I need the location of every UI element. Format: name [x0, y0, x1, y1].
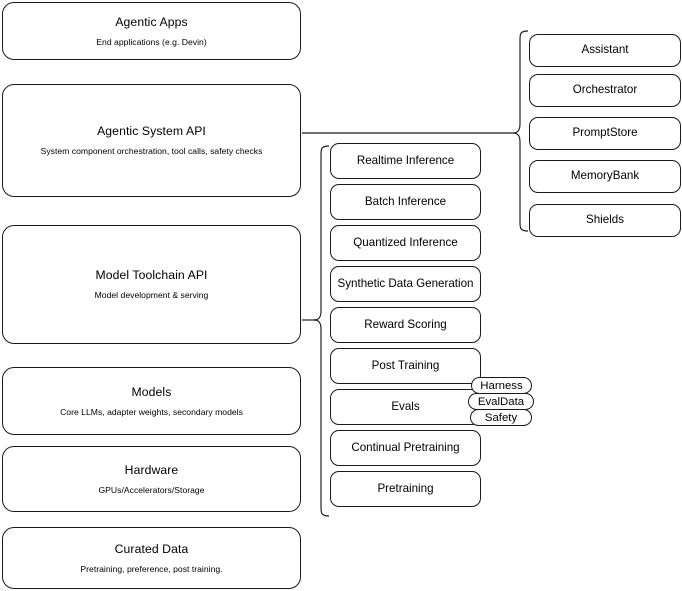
- component-promptstore[interactable]: PromptStore: [529, 117, 681, 150]
- capability-realtime-inference[interactable]: Realtime Inference: [330, 143, 481, 179]
- capability-post-training[interactable]: Post Training: [330, 348, 481, 384]
- layer-subtitle: Core LLMs, adapter weights, secondary mo…: [60, 406, 243, 417]
- capability-batch-inference[interactable]: Batch Inference: [330, 184, 481, 220]
- layer-curated-data[interactable]: Curated Data Pretraining, preference, po…: [2, 527, 301, 589]
- component-shields[interactable]: Shields: [529, 204, 681, 237]
- layer-subtitle: Pretraining, preference, post training.: [80, 563, 223, 574]
- layer-hardware[interactable]: Hardware GPUs/Accelerators/Storage: [2, 446, 301, 512]
- layer-title: Model Toolchain API: [95, 268, 208, 282]
- layer-title: Agentic Apps: [115, 14, 188, 29]
- layer-subtitle: GPUs/Accelerators/Storage: [98, 484, 205, 495]
- evals-tag-safety[interactable]: Safety: [470, 409, 532, 426]
- capability-label: Reward Scoring: [364, 317, 447, 331]
- right-brace: [512, 30, 529, 232]
- component-label: Assistant: [581, 43, 629, 57]
- component-label: MemoryBank: [570, 169, 640, 183]
- evals-tag-label: Safety: [484, 411, 518, 424]
- component-assistant[interactable]: Assistant: [529, 34, 681, 67]
- capability-reward-scoring[interactable]: Reward Scoring: [330, 307, 481, 343]
- capability-synthetic-data-generation[interactable]: Synthetic Data Generation: [330, 266, 481, 302]
- layer-title: Hardware: [124, 462, 179, 477]
- component-memorybank[interactable]: MemoryBank: [529, 160, 681, 193]
- capability-label: Evals: [391, 399, 420, 413]
- layer-title: Models: [131, 384, 172, 399]
- component-label: Orchestrator: [572, 83, 638, 97]
- layer-title: Agentic System API: [97, 124, 206, 138]
- evals-tag-evaldata[interactable]: EvalData: [468, 393, 534, 410]
- layer-models[interactable]: Models Core LLMs, adapter weights, secon…: [2, 367, 301, 435]
- layer-subtitle: End applications (e.g. Devin): [96, 36, 207, 47]
- capability-label: Batch Inference: [364, 194, 447, 208]
- capability-label: Continual Pretraining: [351, 440, 460, 454]
- layer-subtitle: Model development & serving: [94, 290, 209, 301]
- capability-label: Pretraining: [377, 481, 434, 495]
- capability-label: Realtime Inference: [356, 153, 455, 167]
- capability-pretraining[interactable]: Pretraining: [330, 471, 481, 507]
- capability-quantized-inference[interactable]: Quantized Inference: [330, 225, 481, 261]
- component-label: PromptStore: [572, 126, 638, 140]
- evals-tag-label: EvalData: [477, 395, 525, 408]
- component-label: Shields: [585, 213, 625, 227]
- evals-tag-label: Harness: [480, 379, 523, 392]
- middle-brace: [313, 145, 330, 517]
- layer-model-toolchain-api[interactable]: Model Toolchain API Model development & …: [2, 225, 301, 344]
- layer-title: Curated Data: [114, 541, 189, 556]
- capability-label: Post Training: [371, 358, 440, 372]
- component-orchestrator[interactable]: Orchestrator: [529, 74, 681, 107]
- capability-label: Synthetic Data Generation: [337, 276, 474, 290]
- layer-subtitle: System component orchestration, tool cal…: [40, 146, 263, 157]
- layer-agentic-system-api[interactable]: Agentic System API System component orch…: [2, 84, 301, 197]
- evals-tag-harness[interactable]: Harness: [471, 377, 532, 394]
- layer-agentic-apps[interactable]: Agentic Apps End applications (e.g. Devi…: [2, 2, 301, 60]
- capability-label: Quantized Inference: [353, 235, 458, 249]
- capability-evals[interactable]: Evals: [330, 389, 481, 425]
- capability-continual-pretraining[interactable]: Continual Pretraining: [330, 430, 481, 466]
